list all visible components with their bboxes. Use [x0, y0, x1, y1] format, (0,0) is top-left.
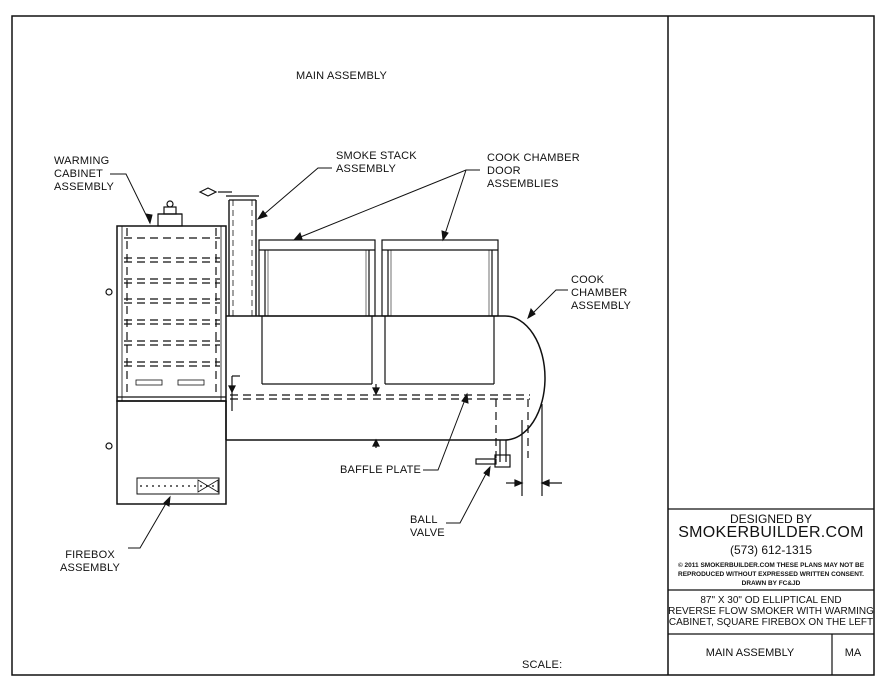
callout-line: ASSEMBLY: [60, 562, 121, 574]
description-line: CABINET, SQUARE FIREBOX ON THE LEFT: [668, 617, 874, 628]
smoke-stack: [198, 187, 259, 316]
callout-line: DOOR: [487, 165, 521, 177]
callout-firebox: FIREBOX ASSEMBLY: [60, 549, 120, 575]
callout-ball-valve: BALL VALVE: [410, 514, 445, 540]
callout-line: ASSEMBLY: [336, 163, 397, 175]
sheet-border: [11, 15, 875, 676]
description-line: REVERSE FLOW SMOKER WITH WARMING: [668, 606, 874, 617]
cook-chamber-doors: [258, 239, 499, 317]
callout-line: ASSEMBLIES: [487, 178, 559, 190]
firebox: [105, 400, 227, 505]
drawing-title: MAIN ASSEMBLY: [296, 70, 388, 82]
callout-line: VALVE: [410, 527, 445, 539]
callout-line: CHAMBER: [571, 287, 628, 299]
callout-smoke-stack: SMOKE STACK ASSEMBLY: [336, 150, 417, 176]
callout-line: FIREBOX: [65, 549, 115, 561]
callout-line: COOK CHAMBER: [487, 152, 580, 164]
description-line: 87" X 30" OD ELLIPTICAL END: [700, 595, 842, 606]
callout-line: BALL: [410, 514, 438, 526]
title-block-company: SMOKERBUILDER.COM: [678, 524, 864, 541]
copyright-line: DRAWN BY FC&JD: [741, 580, 801, 587]
title-block-copyright: © 2011 SMOKERBUILDER.COM THESE PLANS MAY…: [668, 561, 874, 588]
callout-cook-chamber-doors: COOK CHAMBER DOOR ASSEMBLIES: [487, 152, 580, 191]
warming-cabinet: [105, 200, 227, 402]
title-block-sheet-code: MA: [844, 647, 862, 659]
callout-baffle-plate: BAFFLE PLATE: [340, 464, 422, 476]
callout-warming-cabinet: WARMING CABINET ASSEMBLY: [54, 155, 114, 194]
title-block-description: 87" X 30" OD ELLIPTICAL END REVERSE FLOW…: [668, 595, 874, 628]
callout-line: COOK: [571, 274, 605, 286]
cook-chamber: [225, 315, 562, 496]
callout-line: ASSEMBLY: [571, 300, 632, 312]
scale-label: SCALE:: [522, 659, 563, 671]
copyright-line: © 2011 SMOKERBUILDER.COM THESE PLANS MAY…: [677, 562, 865, 569]
copyright-line: REPRODUCED WITHOUT EXPRESSED WRITTEN CON…: [678, 571, 864, 578]
title-block-phone: (573) 612-1315: [729, 543, 813, 557]
title-block-sheet-name: MAIN ASSEMBLY: [705, 647, 795, 659]
leader-lines: [110, 167, 568, 549]
callout-cook-chamber: COOK CHAMBER ASSEMBLY: [571, 274, 631, 313]
callout-line: ASSEMBLY: [54, 181, 115, 193]
title-block-designed-by: DESIGNED BY: [729, 512, 813, 526]
callout-line: SMOKE STACK: [336, 150, 417, 162]
callout-line: WARMING: [54, 155, 110, 167]
callout-line: CABINET: [54, 168, 104, 180]
